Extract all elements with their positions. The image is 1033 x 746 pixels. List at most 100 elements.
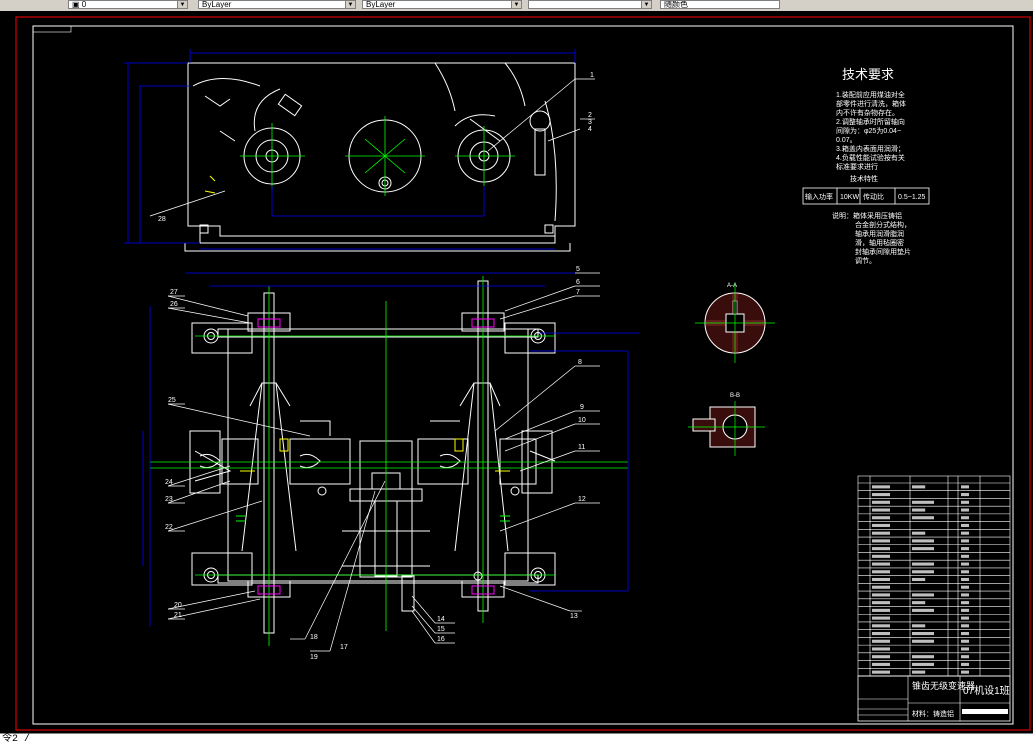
part-label: 12	[578, 496, 586, 503]
part-label: 5	[576, 266, 580, 273]
parts-cell-mark	[961, 500, 969, 504]
section-b-b: B-B	[688, 393, 765, 456]
parts-cell-mark	[961, 577, 969, 582]
part-label: 18	[310, 634, 318, 641]
part-label: 27	[170, 289, 178, 296]
plotstyle-combo[interactable]: 随颜色	[660, 0, 780, 9]
parts-cell-mark	[872, 500, 890, 504]
parts-cell-mark	[961, 655, 969, 659]
parts-cell-mark	[872, 670, 890, 674]
front-view-centerlines	[150, 276, 628, 646]
part-label: 28	[158, 216, 166, 223]
tech-line: 4.负载性能试验按有关	[836, 153, 905, 162]
part-label: 24	[165, 479, 173, 486]
parts-cell-mark	[912, 608, 934, 612]
part-labels: 1 2 3 4 5 6 7 8 9 10 11 12 13 14 15 16 1…	[158, 72, 594, 661]
parts-cell-mark	[912, 547, 934, 551]
chevron-down-icon[interactable]: ▼	[177, 1, 187, 8]
part-label: 19	[310, 654, 318, 661]
tech-line: 部零件进行清洗，箱体	[836, 99, 906, 108]
parts-cell-mark	[872, 516, 890, 520]
parts-cell-mark	[961, 493, 969, 497]
drawing-canvas[interactable]: 1 2 3 4 5 6 7 8 9 10 11 12 13 14 15 16 1…	[0, 11, 1033, 733]
section-label: A-A	[727, 283, 737, 289]
linetype-combo[interactable]: ByLayer ▼	[362, 0, 522, 9]
parts-cell-mark	[961, 662, 969, 666]
note-line: 滑，轴用毡圈密	[855, 238, 904, 247]
parts-cell-mark	[912, 639, 934, 643]
tech-line: 3.箱盖内表面用润滑；	[836, 144, 905, 153]
note-line: 封轴承间隙用垫片	[855, 247, 911, 256]
part-label: 10	[578, 417, 586, 424]
part-label: 11	[578, 444, 585, 451]
chevron-down-icon[interactable]: ▼	[641, 1, 651, 8]
layer-icon: ▣	[72, 0, 82, 9]
note-line: 合金剖分式结构，	[855, 220, 911, 229]
parts-cell-mark	[912, 662, 934, 666]
parts-cell-mark	[912, 570, 934, 574]
tech-line: 间隙为：φ25为0.04~	[836, 126, 901, 135]
top-view	[184, 62, 576, 252]
part-label: 16	[437, 636, 445, 643]
parts-cell-mark	[961, 601, 969, 605]
parts-cell-mark	[912, 593, 934, 597]
parts-cell-mark	[872, 624, 890, 628]
note-line: 轴承用润滑脂润	[855, 229, 904, 238]
part-label: 15	[437, 626, 445, 633]
parts-cell-mark	[872, 577, 890, 582]
parts-cell-mark	[912, 670, 926, 674]
technical-requirements: 技术要求 1.装配前应用煤油对全 部零件进行清洗，箱体 内不许有杂物存在。 2.…	[836, 67, 906, 183]
parts-cell-mark	[872, 539, 890, 543]
part-label: 21	[174, 612, 182, 619]
chevron-down-icon[interactable]: ▼	[511, 1, 521, 8]
parts-cell-mark	[872, 508, 890, 512]
parts-cell-mark	[872, 485, 890, 489]
parts-cell-mark	[961, 570, 969, 574]
part-label: 7	[576, 289, 580, 296]
parts-cell-mark	[961, 585, 969, 589]
parts-cell-mark	[872, 585, 890, 589]
top-view-dims	[124, 49, 576, 250]
spec-cell: 传动比	[863, 192, 884, 201]
parts-cell-mark	[872, 655, 890, 659]
parts-list-text	[872, 485, 969, 674]
parts-cell-mark	[872, 631, 890, 636]
tech-title: 技术要求	[842, 67, 894, 82]
part-label: 26	[170, 301, 178, 308]
drawing-name: 锥齿无级变速器	[912, 680, 975, 691]
parts-cell-mark	[872, 554, 890, 558]
command-line[interactable]: 令2 /	[0, 733, 1033, 746]
parts-cell-mark	[912, 539, 934, 543]
tech-line: 1.装配前应用煤油对全	[836, 90, 905, 99]
parts-cell-mark	[912, 562, 934, 566]
tech-line: 标准要求进行	[836, 162, 878, 171]
spec-cell: 10KW	[840, 194, 859, 201]
color-combo[interactable]: ByLayer ▼	[198, 0, 356, 9]
command-prompt: 令2 /	[2, 734, 31, 745]
parts-cell-mark	[961, 631, 969, 636]
parts-cell-mark	[961, 547, 969, 551]
part-label: 3	[588, 119, 592, 126]
parts-cell-mark	[872, 531, 890, 535]
parts-cell-mark	[961, 516, 969, 520]
cad-drawing: 1 2 3 4 5 6 7 8 9 10 11 12 13 14 15 16 1…	[15, 16, 1031, 731]
leader-lines	[149, 78, 600, 652]
part-label: 22	[165, 524, 173, 531]
note-line: 说明：箱体采用压铸铝	[832, 211, 902, 220]
notes: 说明：箱体采用压铸铝 合金剖分式结构， 轴承用润滑脂润 滑，轴用毡圈密 封轴承间…	[832, 211, 911, 265]
layer-combo[interactable]: ▣ 0 ▼	[68, 0, 188, 9]
tech-line: 内不许有杂物存在。	[836, 108, 899, 117]
parts-cell-mark	[961, 508, 969, 512]
part-label: 6	[576, 279, 580, 286]
front-view-dims	[142, 272, 640, 626]
section-a-a: A-A	[695, 283, 775, 363]
chevron-down-icon[interactable]: ▼	[345, 1, 355, 8]
parts-cell-mark	[912, 631, 934, 636]
parts-cell-mark	[961, 616, 969, 620]
lineweight-combo[interactable]: ▼	[528, 0, 652, 9]
parts-cell-mark	[961, 608, 969, 612]
parts-cell-mark	[872, 570, 890, 574]
note-line: 调节。	[855, 256, 876, 265]
parts-cell-mark	[872, 639, 890, 643]
part-label: 4	[588, 126, 592, 133]
